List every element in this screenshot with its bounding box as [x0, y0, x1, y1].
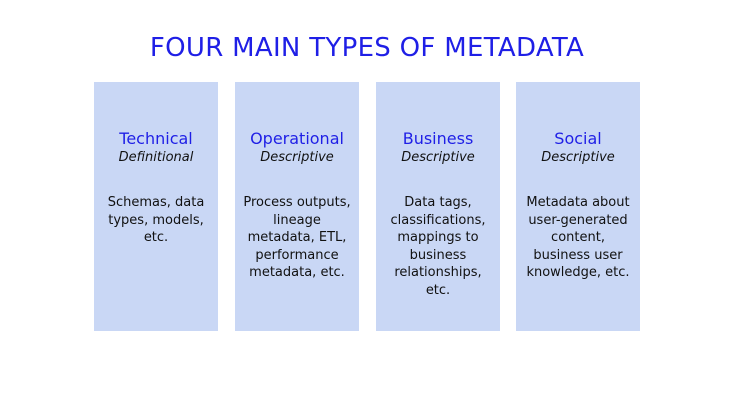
- card-description: Process outputs, lineage metadata, ETL, …: [243, 195, 351, 280]
- slide-title: FOUR MAIN TYPES OF METADATA: [149, 33, 585, 63]
- card-social: Social Descriptive Metadata about user-g…: [516, 82, 640, 331]
- card-description: Metadata about user-generated content, b…: [526, 195, 630, 280]
- card-subheading: Descriptive: [401, 150, 475, 165]
- card-subheading: Descriptive: [541, 150, 615, 165]
- card-operational: Operational Descriptive Process outputs,…: [235, 82, 359, 331]
- card-heading: Technical: [119, 129, 193, 148]
- card-heading: Operational: [250, 129, 344, 148]
- card-technical: Technical Definitional Schemas, data typ…: [94, 82, 218, 331]
- card-subheading: Descriptive: [260, 150, 334, 165]
- card-business: Business Descriptive Data tags, classifi…: [376, 82, 500, 331]
- card-heading: Business: [402, 129, 474, 148]
- card-heading: Social: [554, 129, 602, 148]
- card-subheading: Definitional: [118, 150, 194, 165]
- card-description: Schemas, data types, models, etc.: [107, 195, 205, 245]
- card-description: Data tags, classifications, mappings to …: [390, 195, 486, 298]
